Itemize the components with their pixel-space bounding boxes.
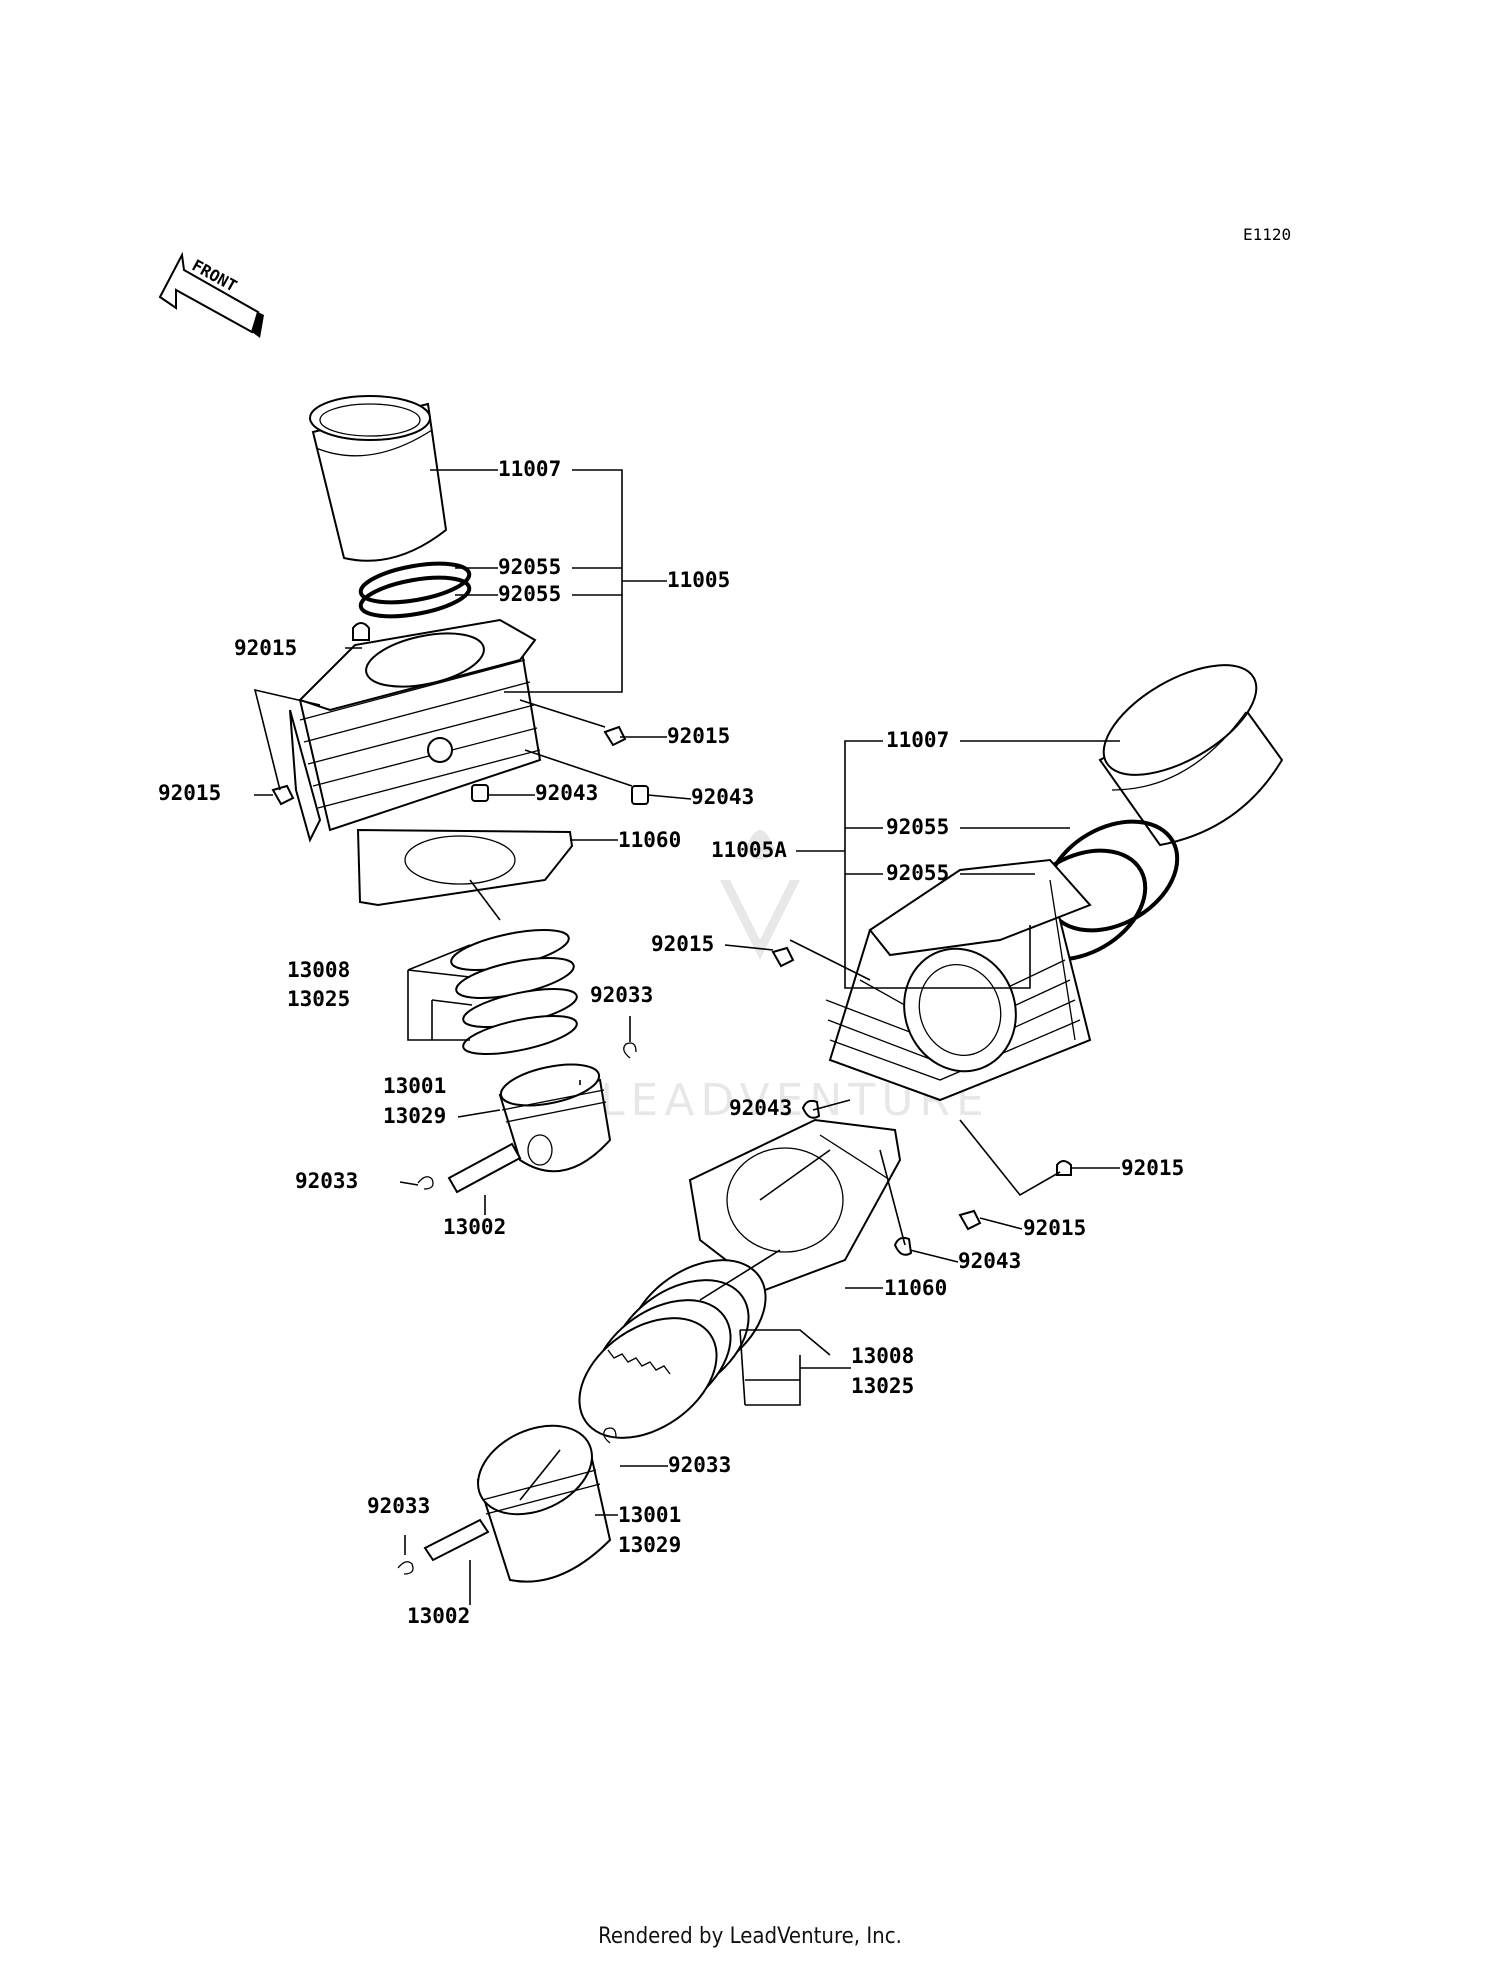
part-callout-l-92033-front-1[interactable]: 92033 bbox=[668, 1453, 731, 1477]
part-callout-l-13002-front[interactable]: 13002 bbox=[407, 1604, 470, 1628]
part-callout-l-92055-front-1[interactable]: 92055 bbox=[886, 815, 949, 839]
part-callout-l-92015-rear-right[interactable]: 92015 bbox=[667, 724, 730, 748]
rear-cylinder-sleeve bbox=[309, 395, 448, 562]
front-nut-left bbox=[771, 946, 795, 968]
part-callout-l-13008-front[interactable]: 13008 bbox=[851, 1344, 914, 1368]
part-callout-l-13001-front[interactable]: 13001 bbox=[618, 1503, 681, 1527]
rear-piston bbox=[498, 1063, 612, 1173]
front-circlip-1 bbox=[603, 1427, 617, 1444]
front-nut-right-1 bbox=[1056, 1160, 1072, 1176]
part-callout-l-13002-rear[interactable]: 13002 bbox=[443, 1215, 506, 1239]
part-callout-l-13029-rear[interactable]: 13029 bbox=[383, 1104, 446, 1128]
part-callout-l-92043-front-1[interactable]: 92043 bbox=[729, 1096, 792, 1120]
front-dowel-2 bbox=[893, 1236, 913, 1256]
part-callout-l-92033-rear-1[interactable]: 92033 bbox=[590, 983, 653, 1007]
part-callout-l-13008-rear[interactable]: 13008 bbox=[287, 958, 350, 982]
front-piston bbox=[476, 1424, 612, 1583]
front-piston-rings bbox=[578, 1259, 767, 1439]
front-leader-lines bbox=[404, 740, 1120, 1605]
rear-nut-left bbox=[271, 784, 295, 806]
rear-piston-pin bbox=[447, 1142, 522, 1194]
rear-dowel-1 bbox=[471, 784, 489, 802]
rear-nut-right bbox=[603, 725, 627, 747]
part-callout-l-11005A[interactable]: 11005A bbox=[711, 838, 787, 862]
part-callout-l-92015-rear-left[interactable]: 92015 bbox=[158, 781, 221, 805]
part-callout-l-13001-rear[interactable]: 13001 bbox=[383, 1074, 446, 1098]
part-callout-l-92055-rear-1[interactable]: 92055 bbox=[498, 555, 561, 579]
rear-dowel-2 bbox=[631, 785, 649, 805]
front-cylinder-gasket bbox=[688, 1118, 902, 1292]
rear-circlip-2 bbox=[417, 1176, 434, 1190]
part-callout-l-11007-front[interactable]: 11007 bbox=[886, 728, 949, 752]
rear-cylinder-block bbox=[289, 618, 542, 843]
part-callout-l-13025-front[interactable]: 13025 bbox=[851, 1374, 914, 1398]
rear-piston-rings bbox=[450, 928, 578, 1055]
front-piston-pin bbox=[423, 1518, 490, 1562]
part-callout-l-11007-rear[interactable]: 11007 bbox=[498, 457, 561, 481]
part-callout-l-11060-rear[interactable]: 11060 bbox=[618, 828, 681, 852]
part-callout-l-11060-front[interactable]: 11060 bbox=[884, 1276, 947, 1300]
rear-oring-1 bbox=[358, 561, 472, 605]
rear-leader-lines bbox=[253, 469, 692, 1215]
part-callout-l-92043-rear-1[interactable]: 92043 bbox=[535, 781, 598, 805]
front-cylinder-sleeve bbox=[1098, 664, 1284, 847]
rear-nut-top bbox=[352, 622, 370, 641]
part-callout-l-13025-rear[interactable]: 13025 bbox=[287, 987, 350, 1011]
front-circlip-2 bbox=[397, 1561, 414, 1575]
part-callout-l-92055-rear-2[interactable]: 92055 bbox=[498, 582, 561, 606]
part-callout-l-92015-front-right-1[interactable]: 92015 bbox=[1121, 1156, 1184, 1180]
part-callout-l-92043-rear-2[interactable]: 92043 bbox=[691, 785, 754, 809]
part-callout-l-92055-front-2[interactable]: 92055 bbox=[886, 861, 949, 885]
front-cylinder-block bbox=[825, 858, 1092, 1102]
part-callout-l-92033-front-2[interactable]: 92033 bbox=[367, 1494, 430, 1518]
front-nut-right-2 bbox=[958, 1209, 982, 1231]
part-callout-l-92043-front-2[interactable]: 92043 bbox=[958, 1249, 1021, 1273]
footer-credit: Rendered by LeadVenture, Inc. bbox=[598, 1924, 902, 1949]
part-callout-l-92033-rear-2[interactable]: 92033 bbox=[295, 1169, 358, 1193]
part-callout-l-92015-front-left[interactable]: 92015 bbox=[651, 932, 714, 956]
part-callout-l-92015-rear-top[interactable]: 92015 bbox=[234, 636, 297, 660]
part-callout-l-13029-front[interactable]: 13029 bbox=[618, 1533, 681, 1557]
part-callout-l-92015-front-right-2[interactable]: 92015 bbox=[1023, 1216, 1086, 1240]
diagram-code: E1120 bbox=[1243, 225, 1291, 244]
front-arrow-icon: FRONT bbox=[158, 251, 264, 338]
part-callout-l-11005[interactable]: 11005 bbox=[667, 568, 730, 592]
rear-oring-2 bbox=[358, 575, 472, 619]
rear-cylinder-gasket bbox=[356, 828, 574, 907]
rear-circlip-1 bbox=[623, 1042, 637, 1059]
